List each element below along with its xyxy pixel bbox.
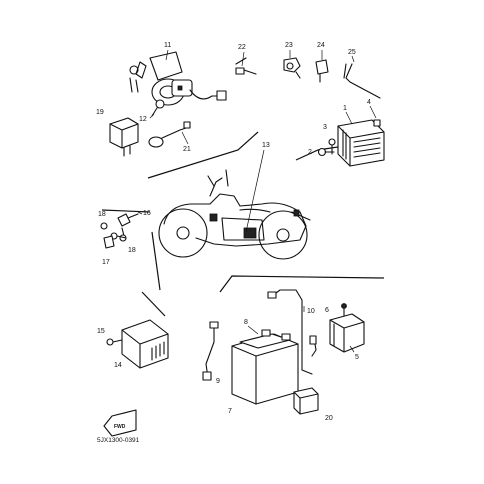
callout-10: 10 [307,308,315,315]
forward-arrow-icon: FWD [103,409,137,437]
bolt-2-icon [317,147,335,157]
ground-cable-9-icon [202,321,219,381]
starter-relay-5-icon [329,313,365,353]
group-line-left-upper [151,231,161,291]
callout-1: 1 [343,105,347,112]
group-line-top-left [147,131,259,179]
fwd-label: FWD [114,424,126,430]
callout-17: 17 [102,259,110,266]
plug-21-icon [148,121,191,148]
washer-18a-icon [100,222,108,230]
group-line-bottom-right [219,275,385,293]
callout-9: 9 [216,378,220,385]
callout-4: 4 [367,99,371,106]
leader-12 [149,113,155,119]
callout-19: 19 [96,109,104,116]
callout-18-upper: 18 [98,211,106,218]
bolt-6-icon [341,303,347,317]
callout-2: 2 [308,149,312,156]
callout-7: 7 [228,408,232,415]
callout-21: 21 [183,146,191,153]
group-line-left-tick [101,209,151,213]
leader-16 [137,211,143,215]
callout-18-lower: 18 [128,247,136,254]
callout-13: 13 [262,142,270,149]
clamp-23-icon [283,57,301,79]
ecu-14-icon [121,319,169,369]
callout-25: 25 [348,49,356,56]
screw-15-icon [106,338,123,346]
drawing-code: 5JX1300-0391 [97,437,140,444]
bolt-12-icon [151,99,165,117]
callout-8: 8 [244,319,248,326]
main-switch-icon [129,51,227,106]
leader-8 [247,325,259,335]
cable-tie-22-icon [235,57,257,75]
rod-25-icon [343,63,381,99]
callout-16: 16 [143,210,151,217]
leader-22 [241,51,245,67]
leader-21 [181,131,189,145]
relay-20-icon [293,387,319,415]
leader-4 [369,105,377,119]
motorcycle-outline-icon [158,169,311,260]
callout-5: 5 [355,354,359,361]
leader-5 [349,345,355,353]
group-line-left-lower [141,291,166,317]
connector-24-icon [315,59,329,83]
connector-4-icon [373,119,381,127]
callout-3: 3 [323,124,327,131]
leader-11 [165,49,169,61]
callout-14: 14 [114,362,122,369]
relay-19-icon [109,117,139,157]
battery-cable-10-icon [267,289,317,375]
callout-12: 12 [139,116,147,123]
leader-25 [351,55,355,63]
leader-13 [245,149,265,233]
callout-15: 15 [97,328,105,335]
callout-24: 24 [317,42,325,49]
leader-1 [345,111,353,125]
callout-23: 23 [285,42,293,49]
callout-22: 22 [238,44,246,51]
callout-6: 6 [325,307,329,314]
rectifier-regulator-1-icon [337,119,385,167]
bracket-17-icon [103,235,115,249]
callout-11: 11 [164,42,171,49]
callout-20: 20 [325,415,333,422]
battery-7-icon [231,329,299,405]
